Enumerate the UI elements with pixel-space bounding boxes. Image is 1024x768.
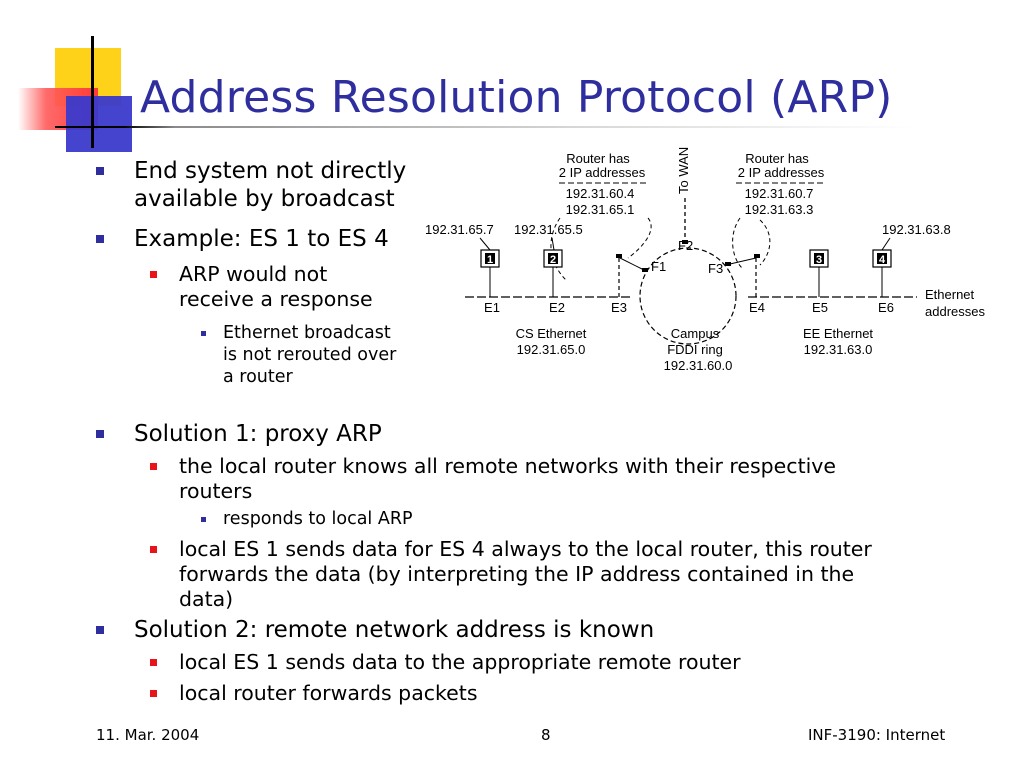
router-right-marker bbox=[754, 254, 760, 258]
eth-addr-label: E5 bbox=[812, 300, 828, 315]
ring-port-f2-marker bbox=[682, 240, 688, 244]
ee-ethernet-label: 192.31.63.0 bbox=[804, 342, 873, 357]
eth-addr-label: E3 bbox=[611, 300, 627, 315]
host-es3: 3 bbox=[809, 249, 829, 297]
bullet-end-system: End system not directly available by bro… bbox=[96, 157, 407, 213]
bullet-marker bbox=[96, 235, 104, 243]
cs-ethernet-label: 192.31.65.0 bbox=[517, 342, 586, 357]
ring-port-f1-marker bbox=[642, 268, 648, 272]
bullet-text: responds to local ARP bbox=[223, 509, 413, 529]
router-right-ip: 192.31.63.3 bbox=[745, 202, 814, 217]
host-screen bbox=[548, 253, 558, 264]
router-right-pointer bbox=[732, 217, 743, 269]
bullet-marker bbox=[96, 626, 104, 634]
bullet-text: Ethernet broadcast is not rerouted over … bbox=[223, 323, 397, 387]
router-left-ip: 192.31.65.1 bbox=[566, 202, 635, 217]
slide-title: Address Resolution Protocol (ARP) bbox=[140, 72, 893, 123]
bullet-local-router-knows: the local router knows all remote networ… bbox=[150, 454, 837, 504]
router-left-label: 2 IP addresses bbox=[559, 165, 646, 180]
fddi-ring bbox=[639, 247, 737, 345]
campus-fddi-label: 192.31.60.0 bbox=[664, 358, 733, 373]
eth-addr-label: E4 bbox=[749, 300, 765, 315]
host-ip-1: 192.31.65.7 bbox=[425, 222, 494, 237]
router-left-label: Router has bbox=[566, 151, 630, 166]
host-ip-pointer bbox=[551, 237, 555, 251]
ring-port-label: F3 bbox=[708, 261, 723, 276]
router-left-ip: 192.31.60.4 bbox=[566, 186, 635, 201]
ethernet-addresses-label: addresses bbox=[925, 304, 985, 319]
bullet-marker bbox=[150, 690, 157, 697]
ethernet-addresses-label: Ethernet bbox=[925, 287, 975, 302]
campus-fddi-label: FDDI ring bbox=[667, 342, 723, 357]
host-es4: 4 bbox=[872, 249, 892, 297]
bullet-arp-no-response: ARP would not receive a response bbox=[150, 262, 373, 312]
router-right-label: Router has bbox=[745, 151, 809, 166]
cs-ethernet-label: CS Ethernet bbox=[516, 326, 587, 341]
bullet-es1-sends-to-router: local ES 1 sends data for ES 4 always to… bbox=[150, 537, 872, 612]
router-left-link bbox=[619, 257, 645, 271]
bullet-marker bbox=[201, 331, 206, 336]
bullet-router-forwards: local router forwards packets bbox=[150, 681, 478, 706]
host-screen bbox=[877, 253, 887, 264]
router-left-pointer bbox=[627, 217, 652, 259]
footer-date: 11. Mar. 2004 bbox=[96, 726, 200, 744]
host-ip-2: 192.31.65.5 bbox=[514, 222, 583, 237]
host-ip-4: 192.31.63.8 bbox=[882, 222, 951, 237]
ring-port-f3-marker bbox=[725, 262, 731, 266]
bullet-ethernet-broadcast: Ethernet broadcast is not rerouted over … bbox=[201, 322, 397, 388]
bullet-marker bbox=[96, 167, 104, 175]
router-right-label: 2 IP addresses bbox=[738, 165, 825, 180]
router-right-ip: 192.31.60.7 bbox=[745, 186, 814, 201]
host-es1: 1 bbox=[480, 249, 500, 297]
bullet-text: Solution 1: proxy ARP bbox=[134, 421, 382, 447]
router-left-marker bbox=[616, 254, 622, 258]
bullet-marker bbox=[150, 659, 157, 666]
bullet-example: Example: ES 1 to ES 4 bbox=[96, 225, 389, 253]
bullet-marker bbox=[150, 546, 157, 553]
bullet-marker bbox=[201, 517, 206, 522]
bullet-marker bbox=[96, 430, 104, 438]
eth-addr-label: E1 bbox=[484, 300, 500, 315]
bullet-text: Example: ES 1 to ES 4 bbox=[134, 226, 389, 252]
host-es2: 2 bbox=[543, 249, 563, 297]
ee-ethernet-label: EE Ethernet bbox=[803, 326, 873, 341]
bullet-responds-local-arp: responds to local ARP bbox=[201, 508, 413, 530]
footer-course: INF-3190: Internet bbox=[808, 726, 946, 744]
title-underline bbox=[55, 126, 915, 128]
host-number: 2 bbox=[550, 254, 556, 266]
bullet-text: End system not directly available by bro… bbox=[134, 158, 407, 212]
bullet-solution-1: Solution 1: proxy ARP bbox=[96, 420, 382, 448]
ring-port-label: F1 bbox=[651, 259, 666, 274]
host-number: 3 bbox=[816, 254, 822, 266]
bullet-text: the local router knows all remote networ… bbox=[179, 454, 837, 503]
bullet-text: ARP would not receive a response bbox=[179, 262, 373, 311]
bullet-es1-sends-remote: local ES 1 sends data to the appropriate… bbox=[150, 650, 741, 675]
host-screen bbox=[814, 253, 824, 264]
host-screen bbox=[485, 253, 495, 264]
router-right-pointer bbox=[759, 219, 771, 266]
bullet-text: Solution 2: remote network address is kn… bbox=[134, 617, 655, 643]
router-right-link bbox=[729, 257, 757, 265]
host-number: 4 bbox=[879, 254, 886, 266]
host-number: 1 bbox=[487, 254, 493, 266]
host-ip-pointer bbox=[479, 237, 491, 251]
network-diagram: Router has 2 IP addresses 192.31.60.4 19… bbox=[425, 147, 985, 373]
bullet-solution-2: Solution 2: remote network address is kn… bbox=[96, 616, 655, 644]
logo-blue-square bbox=[66, 96, 132, 152]
ring-port-label: F2 bbox=[678, 238, 693, 253]
to-wan-label: To WAN bbox=[676, 147, 691, 194]
bullet-marker bbox=[150, 463, 157, 470]
router-left-pointer bbox=[550, 217, 567, 281]
bullet-text: local ES 1 sends data to the appropriate… bbox=[179, 650, 741, 674]
host-ip-pointer bbox=[881, 237, 891, 251]
footer-page-number: 8 bbox=[541, 726, 551, 744]
campus-fddi-label: Campus bbox=[671, 326, 720, 341]
bullet-text: local ES 1 sends data for ES 4 always to… bbox=[179, 537, 872, 611]
bullet-marker bbox=[150, 271, 157, 278]
eth-addr-label: E2 bbox=[549, 300, 565, 315]
bullet-text: local router forwards packets bbox=[179, 681, 478, 705]
eth-addr-label: E6 bbox=[878, 300, 894, 315]
logo-vertical-line bbox=[91, 36, 94, 148]
